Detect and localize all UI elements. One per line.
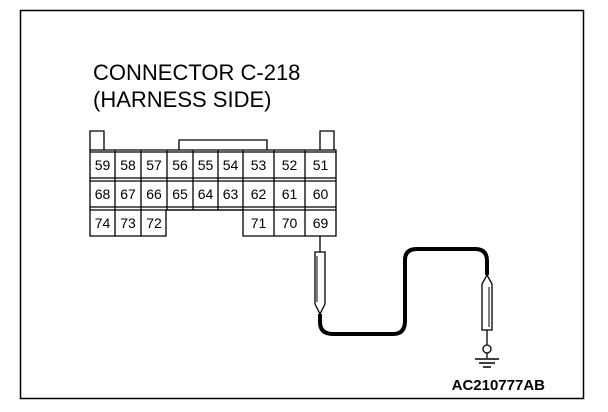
pin-label: 54	[223, 157, 239, 173]
pin-label: 58	[120, 157, 136, 173]
ground-icon	[475, 358, 499, 368]
pin-label: 51	[313, 157, 329, 173]
connector-subtitle: (HARNESS SIDE)	[93, 87, 271, 112]
connector-body	[89, 130, 337, 237]
reference-code: AC210777AB	[452, 377, 546, 394]
pin-label: 56	[172, 157, 188, 173]
connector-left-latch	[89, 130, 105, 150]
pin-label: 57	[146, 157, 162, 173]
pin-label: 53	[251, 157, 267, 173]
pin-label: 62	[251, 186, 267, 202]
pin-label: 52	[282, 157, 298, 173]
pin-label: 72	[146, 215, 162, 231]
pin-row-1: 59 58 57 56 55 54 53 52 51	[95, 157, 329, 173]
test-probe	[314, 236, 493, 358]
probe-body-right	[481, 273, 493, 331]
pin-label-probe-pin: 69	[313, 215, 329, 231]
ground-terminal	[482, 344, 492, 354]
pin-label: 68	[95, 186, 111, 202]
pin-label: 64	[198, 186, 214, 202]
pin-row-3: 74 73 72 71 70 69	[95, 215, 329, 231]
connector-title: CONNECTOR C-218	[93, 60, 300, 85]
diagram-frame	[19, 9, 585, 400]
pin-label: 73	[120, 215, 136, 231]
pin-label: 74	[95, 215, 111, 231]
pin-label: 63	[223, 186, 239, 202]
pin-label: 65	[172, 186, 188, 202]
pin-row-2: 68 67 66 65 64 63 62 61 60	[95, 186, 329, 202]
pin-label: 61	[282, 186, 298, 202]
pin-label: 60	[313, 186, 329, 202]
pin-label: 71	[251, 215, 267, 231]
connector-right-latch	[319, 130, 335, 150]
pin-label: 55	[198, 157, 214, 173]
pin-label: 67	[120, 186, 136, 202]
pin-label: 70	[282, 215, 298, 231]
probe-cable	[318, 247, 489, 336]
connector-key	[178, 139, 268, 150]
pin-label: 59	[95, 157, 111, 173]
pin-label: 66	[146, 186, 162, 202]
